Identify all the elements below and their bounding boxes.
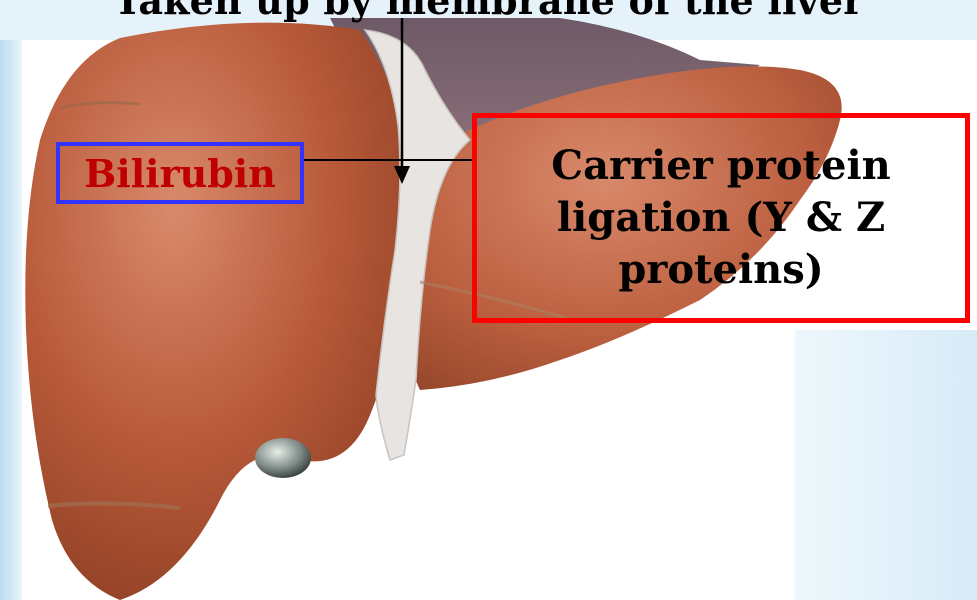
gallbladder <box>255 438 311 478</box>
page-title: Taken up by membrane of the liver <box>0 0 977 23</box>
right-lobe <box>25 23 414 600</box>
bilirubin-box: Bilirubin <box>56 142 304 204</box>
carrier-protein-label: Carrier protein ligation (Y & Z proteins… <box>521 140 921 296</box>
carrier-protein-box: Carrier protein ligation (Y & Z proteins… <box>472 113 970 323</box>
bilirubin-label: Bilirubin <box>84 151 276 196</box>
